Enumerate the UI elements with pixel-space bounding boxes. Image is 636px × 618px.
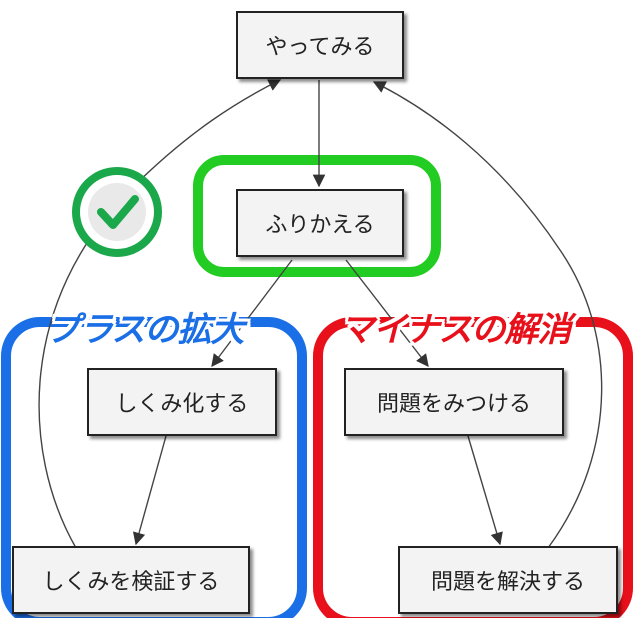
- plus-group-frame: [1, 317, 307, 618]
- plus-group-label: プラスの拡大: [46, 310, 244, 350]
- minus-group-frame: [313, 317, 633, 618]
- reflect-highlight-frame: [193, 155, 441, 277]
- node-systematize[interactable]: しくみ化する: [87, 368, 277, 436]
- edge-reflect-to-find-problem: [345, 259, 429, 367]
- check-circle-icon: [72, 167, 162, 257]
- minus-group-label: マイナスの解消: [340, 310, 571, 350]
- edge-solve-to-try: [372, 81, 603, 549]
- node-try[interactable]: やってみる: [236, 11, 404, 79]
- edge-find-to-solve: [467, 435, 503, 546]
- node-verify[interactable]: しくみを検証する: [12, 546, 250, 614]
- edge-reflect-to-systematize: [211, 259, 293, 368]
- edge-systematize-to-verify: [132, 435, 167, 546]
- node-find-problem[interactable]: 問題をみつける: [344, 368, 564, 436]
- node-solve-problem[interactable]: 問題を解決する: [398, 546, 618, 614]
- node-reflect[interactable]: ふりかえる: [236, 189, 404, 257]
